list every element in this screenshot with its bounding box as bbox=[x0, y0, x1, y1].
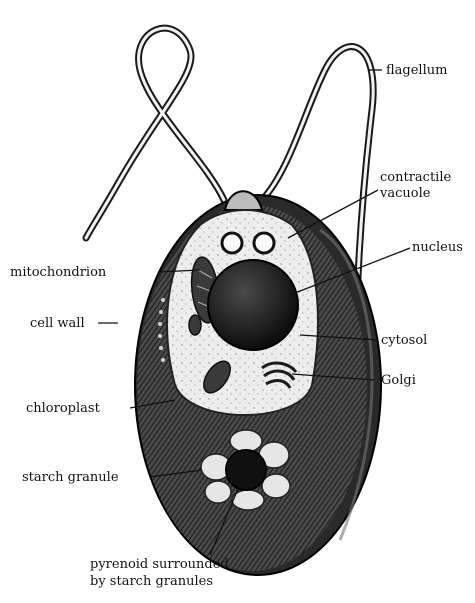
label-cell-wall: cell wall bbox=[30, 316, 85, 331]
label-golgi: Golgi bbox=[381, 373, 416, 388]
label-flagellum: flagellum bbox=[386, 63, 447, 78]
label-nucleus: nucleus bbox=[412, 240, 463, 255]
label-contractile-vacuole-line1: contractile bbox=[380, 170, 451, 185]
flagellum-left bbox=[86, 28, 224, 238]
label-chloroplast: chloroplast bbox=[26, 401, 100, 416]
label-mitochondrion: mitochondrion bbox=[10, 265, 106, 280]
label-contractile-vacuole-line2: vacuole bbox=[380, 186, 430, 201]
label-cytosol: cytosol bbox=[381, 333, 427, 348]
nucleus bbox=[208, 260, 298, 350]
label-pyrenoid-line1: pyrenoid surrounded bbox=[90, 557, 229, 572]
label-starch-granule: starch granule bbox=[22, 470, 119, 485]
label-pyrenoid-line2: by starch granules bbox=[90, 574, 213, 589]
